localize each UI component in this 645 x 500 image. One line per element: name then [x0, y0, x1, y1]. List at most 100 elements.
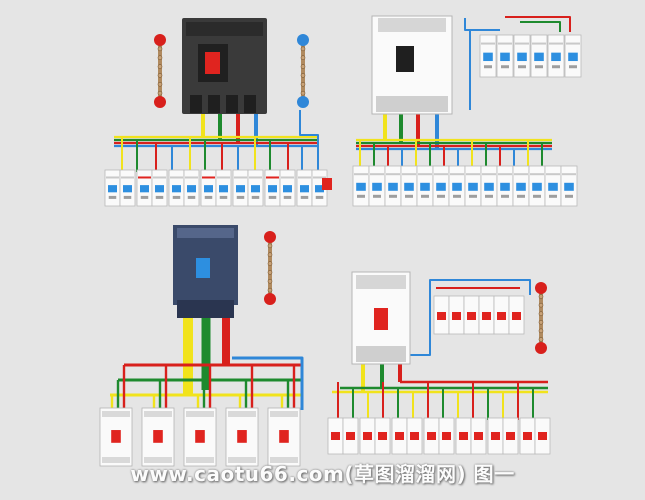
bottom-terminal	[208, 95, 220, 113]
toggle-handle	[108, 185, 117, 193]
mini-breaker	[480, 165, 498, 207]
busbar-end-cap	[154, 34, 166, 46]
test-button	[322, 178, 332, 190]
busbar-screw	[538, 337, 544, 342]
mini-breaker	[547, 34, 565, 78]
terminal	[533, 194, 541, 198]
rcbo-breaker	[183, 407, 217, 467]
label-strip	[266, 176, 279, 179]
toggle-handle	[315, 185, 324, 193]
mini-breaker	[168, 169, 185, 207]
label-strip	[170, 176, 183, 179]
mini-breaker	[528, 165, 546, 207]
busbar-screw	[300, 64, 306, 69]
toggle-handle	[140, 185, 149, 193]
busbar-screw	[157, 73, 163, 78]
upper-wire	[464, 18, 483, 31]
terminal	[569, 65, 577, 69]
wires-layer	[110, 16, 571, 420]
terminal	[501, 65, 509, 69]
bottom-terminal	[190, 95, 202, 113]
terminal	[484, 65, 492, 69]
toggle-handle	[195, 430, 205, 443]
toggle-handle	[437, 312, 446, 320]
toggle-handle	[442, 432, 451, 440]
mini-breaker	[560, 165, 578, 207]
label-strip	[466, 173, 480, 176]
toggle-handle	[534, 52, 544, 62]
terminal	[187, 195, 196, 199]
terminal	[437, 194, 445, 198]
busbar-screw	[267, 287, 273, 293]
mini-breaker	[183, 169, 200, 207]
mini-breaker	[247, 169, 264, 207]
upper-wire	[520, 21, 561, 32]
mini-breaker	[119, 169, 136, 207]
label-strip	[313, 176, 326, 179]
terminal	[421, 194, 429, 198]
bottom-terminal	[244, 95, 256, 113]
label-strip	[418, 173, 432, 176]
busbar	[154, 34, 166, 108]
top-right-assembly	[352, 15, 582, 207]
busbar-end-cap	[264, 231, 276, 243]
mini-breaker	[400, 165, 418, 207]
toggle-handle	[484, 182, 494, 191]
mini-breaker	[530, 34, 548, 78]
label-strip	[566, 42, 580, 45]
label-strip	[498, 42, 512, 45]
busbar-screw	[300, 55, 306, 61]
toggle-handle	[474, 432, 483, 440]
toggle-handle	[395, 432, 404, 440]
label-strip	[498, 173, 512, 176]
toggle-handle	[500, 52, 510, 62]
label-strip	[298, 176, 311, 179]
terminal	[204, 195, 213, 199]
terminal	[552, 65, 560, 69]
label-strip	[434, 173, 448, 176]
mini-breaker	[232, 169, 249, 207]
bottom-terminal	[226, 95, 238, 113]
mini-breaker	[352, 165, 370, 207]
toggle-handle	[517, 52, 527, 62]
label-strip	[185, 176, 198, 179]
mini-breaker	[215, 169, 232, 207]
toggle-handle	[420, 182, 430, 191]
busbar-screw	[267, 278, 273, 284]
top-terminals	[228, 411, 256, 417]
toggle-handle	[548, 182, 558, 191]
blue-handle	[196, 258, 210, 278]
bottom-terminals	[228, 457, 256, 463]
toggle-handle	[551, 52, 561, 62]
terminal	[140, 195, 149, 199]
label-strip	[562, 173, 576, 176]
toggle-handle	[237, 430, 247, 443]
toggle-handle	[378, 432, 387, 440]
toggle-handle	[251, 185, 260, 193]
mini-breaker	[513, 34, 531, 78]
toggle-handle	[568, 52, 578, 62]
toggle-handle	[506, 432, 515, 440]
rcbo-breaker	[225, 407, 259, 467]
mini-breaker	[544, 165, 562, 207]
toggle-handle	[500, 182, 510, 191]
black-handle	[396, 46, 414, 72]
red-handle	[374, 308, 388, 330]
terminal	[501, 194, 509, 198]
red-handle	[205, 52, 220, 74]
label-strip	[249, 176, 262, 179]
busbar	[535, 282, 547, 354]
terminal	[251, 195, 260, 199]
busbar-screw	[538, 302, 544, 308]
label-strip	[515, 42, 529, 45]
terminal	[123, 195, 132, 199]
top-terminal-block	[186, 22, 263, 36]
mini-breaker	[448, 165, 466, 207]
busbar	[264, 231, 276, 305]
mini-breaker	[384, 165, 402, 207]
bottom-terminal-block	[177, 300, 234, 318]
upper-wire	[505, 16, 571, 32]
bottom-terminals	[144, 457, 172, 463]
toggle-handle	[452, 312, 461, 320]
mini-breaker	[479, 34, 497, 78]
